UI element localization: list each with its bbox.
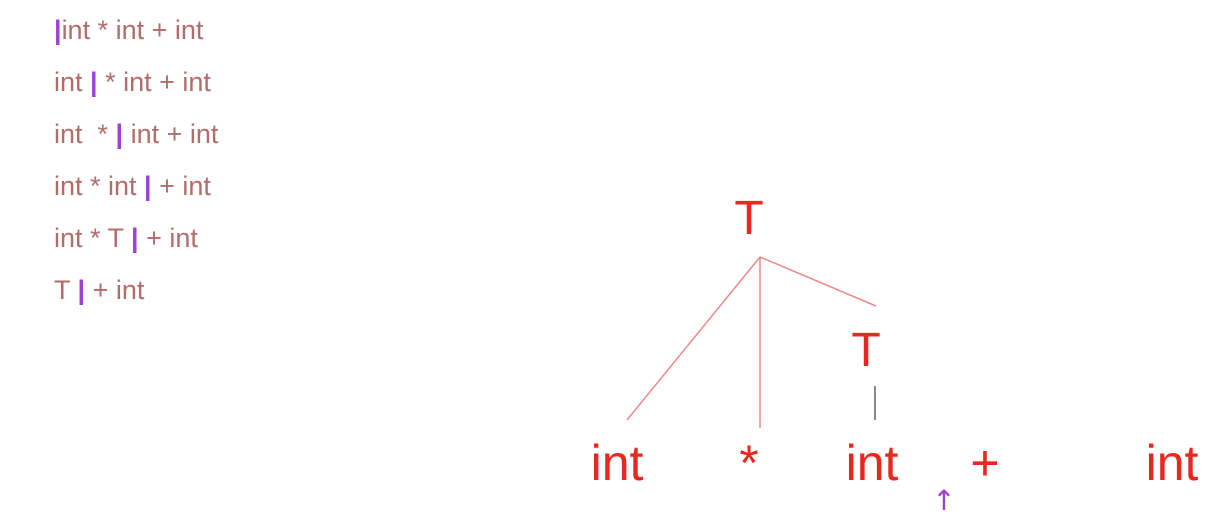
parse-step-before: int * int [54, 171, 145, 201]
token-star: * [739, 435, 758, 491]
parse-cursor: | [54, 15, 62, 45]
parse-cursor: | [90, 67, 98, 97]
token-plus: + [970, 435, 999, 491]
node-child-t: T [851, 324, 880, 377]
edge-root-t [759, 256, 877, 307]
parse-step-after: + int [138, 223, 198, 253]
token-int-3: int [1146, 435, 1199, 491]
parse-cursor: | [77, 275, 86, 305]
parse-step-after: * int + int [97, 67, 211, 97]
parse-cursor: | [131, 223, 139, 253]
node-root-t: T [734, 192, 763, 245]
parse-cursor: | [115, 119, 124, 149]
parse-step-after: int * int + int [61, 15, 204, 45]
parse-step-before: T [54, 275, 78, 305]
parse-step-after: int + int [123, 119, 219, 149]
parse-step-after: + int [151, 171, 211, 201]
parse-step-after: + int [85, 275, 145, 305]
token-int-1: int [591, 435, 644, 491]
parse-step-2: int | * int + int [54, 60, 218, 112]
parse-pointer-arrow-icon: ↑ [932, 484, 955, 517]
parse-step-3: int * | int + int [54, 112, 218, 164]
parse-step-before: int * T [54, 223, 132, 253]
parse-step-5: int * T | + int [54, 216, 218, 268]
parse-step-4: int * int | + int [54, 164, 218, 216]
token-int-2: int [846, 435, 899, 491]
parse-step-before: int * [54, 119, 116, 149]
parse-cursor: | [144, 171, 152, 201]
parse-step-before: int [54, 67, 91, 97]
edge-root-int [626, 256, 761, 421]
parse-step-1: |int * int + int [54, 8, 218, 60]
parse-step-6: T | + int [54, 268, 218, 320]
